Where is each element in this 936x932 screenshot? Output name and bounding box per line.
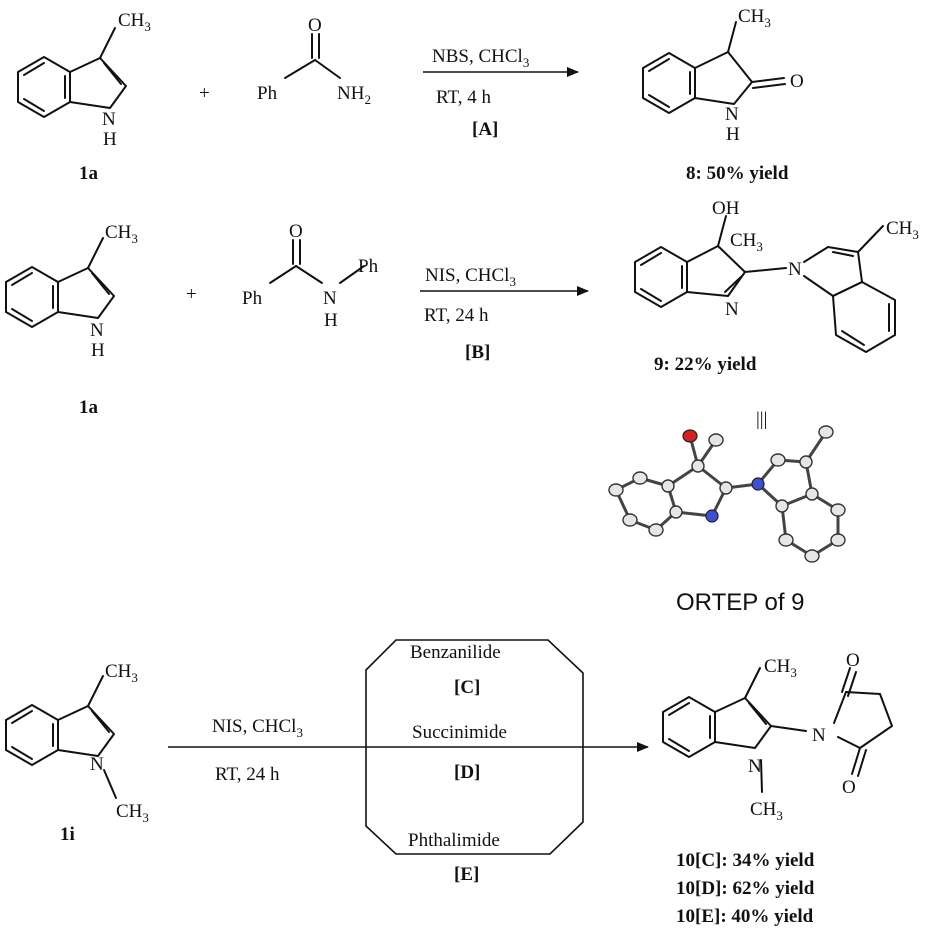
oxygen-label: O <box>790 71 804 92</box>
option-tag: [E] <box>454 864 479 885</box>
oxygen-label: O <box>842 777 856 798</box>
nitrogen-label: N <box>90 320 104 341</box>
product-yield-9: 9: 22% yield <box>654 354 757 375</box>
reaction-arrow-b: NIS, CHCl3 RT, 24 h [B] <box>420 265 589 363</box>
methyl-label: CH3 <box>105 222 138 246</box>
nitrogen-label: N <box>725 104 739 125</box>
option-name: Phthalimide <box>408 830 500 851</box>
compound-label-1a: 1a <box>79 163 99 184</box>
reagent-options-box <box>365 639 584 855</box>
hydrogen-label: H <box>91 340 105 361</box>
methyl-label: CH3 <box>764 656 797 680</box>
ortep-structure-9 <box>608 425 846 563</box>
conditions-label: RT, 24 h <box>424 305 489 326</box>
phenyl-label: Ph <box>358 256 379 277</box>
reaction-arrow-c: NIS, CHCl3 RT, 24 h <box>168 716 649 785</box>
phenyl-label: Ph <box>257 83 278 104</box>
oxygen-label: O <box>846 650 860 671</box>
conditions-label: RT, 24 h <box>215 764 280 785</box>
conditions-label: RT, 4 h <box>436 87 491 108</box>
nitrogen-label: N <box>725 299 739 320</box>
plus-sign: + <box>186 284 197 305</box>
nitrogen-label: N <box>90 754 104 775</box>
nitrogen-label: N <box>323 288 337 309</box>
equivalence-symbol: ||| <box>756 409 767 430</box>
option-name: Benzanilide <box>410 642 501 663</box>
plus-sign: + <box>199 83 210 104</box>
oxygen-label: O <box>289 221 303 242</box>
reagent-label: NIS, CHCl3 <box>212 716 303 740</box>
option-name: Succinimide <box>412 722 507 743</box>
reagent-option-list: Benzanilide [C] Succinimide [D] Phthalim… <box>408 642 507 885</box>
yield-line: 10[E]: 40% yield <box>676 906 814 927</box>
reagent-label: NBS, CHCl3 <box>432 46 529 70</box>
hydrogen-label: H <box>324 310 338 331</box>
methyl-label: CH3 <box>738 6 771 30</box>
nitrogen-label: N <box>748 756 762 777</box>
product-10-structure: CH3 N CH3 N O O <box>662 650 893 823</box>
hydrogen-label: H <box>726 124 740 145</box>
option-tag: [C] <box>454 677 480 698</box>
oxygen-label: O <box>308 15 322 36</box>
benzamide-structure: O Ph NH2 <box>257 15 371 107</box>
nitrogen-label: N <box>788 259 802 280</box>
product-8-oxindole: CH3 O N H <box>642 6 804 145</box>
compound-label-1i: 1i <box>60 824 75 845</box>
condition-tag: [A] <box>472 119 498 140</box>
hydrogen-label: H <box>103 129 117 150</box>
methyl-label: CH3 <box>105 661 138 685</box>
phenyl-label: Ph <box>242 288 263 309</box>
product-9-structure: OH CH3 CH3 N N <box>634 198 919 353</box>
reactant-1a-row1: CH3 N H <box>17 10 151 150</box>
product-yields: 10[C]: 34% yield 10[D]: 62% yield 10[E]:… <box>676 850 815 927</box>
benzanilide-structure: O Ph N H Ph <box>242 221 379 331</box>
compound-label-1a: 1a <box>79 397 99 418</box>
reagent-label: NIS, CHCl3 <box>425 265 516 289</box>
hydroxyl-label: OH <box>712 198 740 219</box>
methyl-label: CH3 <box>116 801 149 825</box>
methyl-label: CH3 <box>730 230 763 254</box>
nitrogen-label: N <box>812 725 826 746</box>
methyl-label: CH3 <box>750 799 783 823</box>
nitrogen-label: N <box>102 109 116 130</box>
amine-label: NH2 <box>337 83 371 107</box>
reactant-1a-row2: CH3 N H <box>5 222 138 361</box>
yield-line: 10[C]: 34% yield <box>676 850 815 871</box>
option-tag: [D] <box>454 762 480 783</box>
ortep-caption: ORTEP of 9 <box>676 589 805 616</box>
yield-line: 10[D]: 62% yield <box>676 878 815 899</box>
reactant-1i: CH3 N CH3 <box>5 661 149 825</box>
condition-tag: [B] <box>465 342 490 363</box>
product-yield-8: 8: 50% yield <box>686 163 789 184</box>
reaction-arrow-a: NBS, CHCl3 RT, 4 h [A] <box>423 46 579 140</box>
methyl-label: CH3 <box>118 10 151 34</box>
methyl-label: CH3 <box>886 218 919 242</box>
